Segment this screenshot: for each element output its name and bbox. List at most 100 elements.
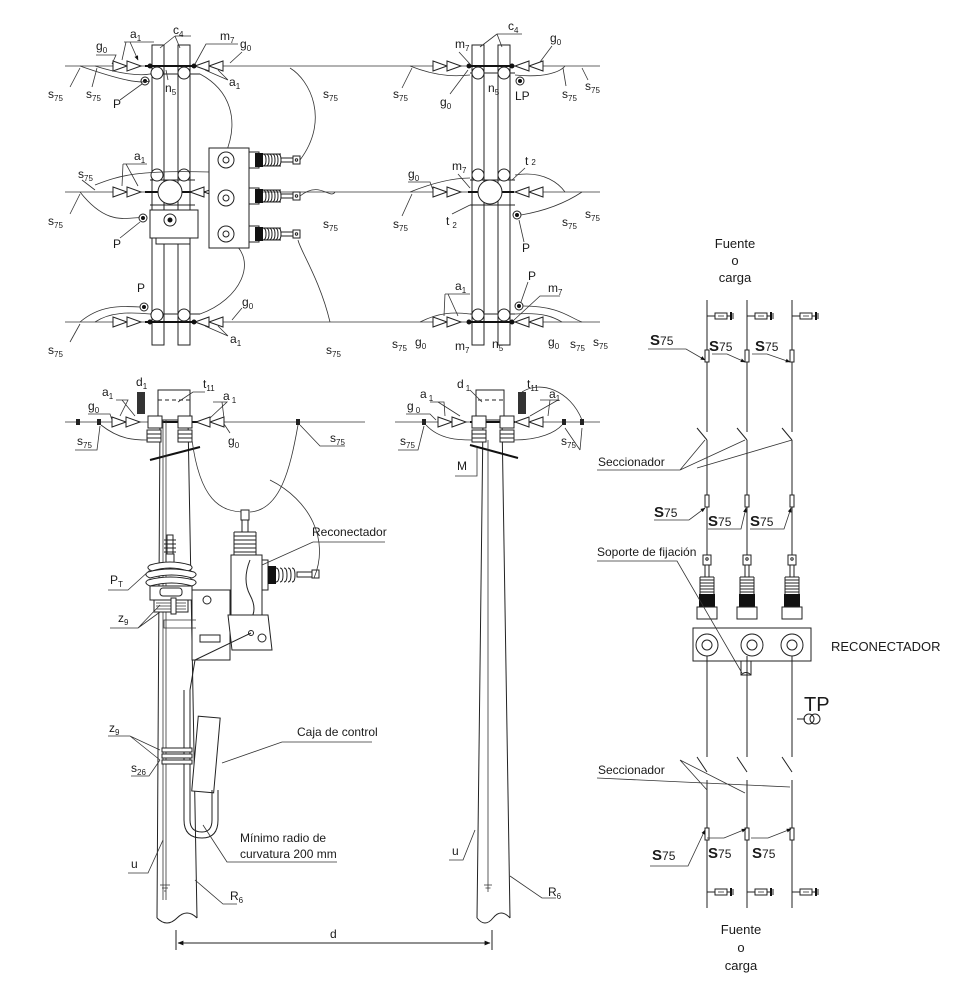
svg-text:s75: s75 [392,337,407,353]
svg-text:u: u [131,857,138,871]
elevation-left [65,389,365,924]
svg-text:u: u [452,844,459,858]
svg-text:g0: g0 [408,167,420,183]
radius-note-line1: Mínimo radio de [240,831,326,845]
svg-text:P: P [522,241,530,255]
radius-note-line2: curvatura 200 mm [240,847,337,861]
svg-text:g0: g0 [240,37,252,53]
svg-text:a1: a1 [230,332,242,348]
svg-text:s75: s75 [562,87,577,103]
svg-text:t2: t2 [446,214,457,230]
svg-text:P: P [528,269,536,283]
svg-text:s75: s75 [562,215,577,231]
svg-text:c4: c4 [508,19,519,35]
svg-text:s75: s75 [570,337,585,353]
svg-text:S75: S75 [654,504,678,521]
svg-text:o: o [731,253,738,268]
svg-text:R6: R6 [548,885,562,901]
schematic: Fuente o carga TP [692,236,830,973]
svg-text:n5: n5 [492,337,504,353]
dimension-span-d: d [175,927,493,950]
svg-text:z9: z9 [118,611,129,627]
svg-text:d1: d1 [457,377,471,393]
svg-text:g0: g0 [550,31,562,47]
plan-view-left [65,44,600,346]
svg-text:g0: g0 [440,95,452,111]
recloser-elevation [189,479,320,691]
svg-text:s75: s75 [585,79,600,95]
svg-text:d: d [330,927,337,941]
svg-text:s75: s75 [77,434,92,450]
svg-text:s75: s75 [330,431,345,447]
svg-text:z9: z9 [109,721,120,737]
svg-text:s75: s75 [400,434,415,450]
seccionador-lower-label: Seccionador [598,763,665,777]
svg-text:g0: g0 [242,295,254,311]
svg-text:S75: S75 [650,332,674,349]
pole-elevation-left [156,419,198,919]
svg-text:t2: t2 [525,154,536,168]
soporte-fijacion-label: Soporte de fijación [597,545,696,559]
svg-text:n5: n5 [488,81,500,97]
source-bottom-line1: Fuente [721,922,761,937]
svg-text:a1: a1 [229,75,241,91]
svg-text:g0: g0 [96,39,108,55]
svg-text:s75: s75 [393,217,408,233]
svg-text:S75: S75 [755,338,779,355]
svg-text:S75: S75 [652,847,676,864]
svg-text:m7: m7 [455,339,470,355]
svg-text:P: P [137,281,145,295]
svg-text:a1: a1 [134,149,146,165]
svg-text:s75: s75 [48,87,63,103]
svg-text:a1: a1 [549,387,561,403]
seccionador-upper-label: Seccionador [598,455,665,469]
svg-text:m7: m7 [452,159,467,175]
svg-text:s75: s75 [48,343,63,359]
reconectador-schematic-label: RECONECTADOR [831,639,941,654]
svg-text:s75: s75 [323,87,338,103]
svg-text:P: P [113,97,121,111]
svg-text:S75: S75 [708,845,732,862]
source-top-line1: Fuente [715,236,755,251]
potential-transformer [145,534,197,615]
svg-text:s75: s75 [593,335,608,351]
labels-schematic: S75 S75 S75 Seccionador S75 S75 S75 Sopo… [596,332,941,867]
svg-text:s75: s75 [393,87,408,103]
svg-text:g0: g0 [228,434,240,450]
svg-text:s75: s75 [48,214,63,230]
svg-text:S75: S75 [709,338,733,355]
svg-text:s75: s75 [561,434,576,450]
svg-text:m7: m7 [220,29,235,45]
svg-text:a1: a1 [223,389,237,405]
svg-text:g0: g0 [407,399,421,415]
svg-text:S75: S75 [752,845,776,862]
elevation-right [395,386,600,924]
pole-elevation-right [476,419,511,919]
svg-text:d1: d1 [136,375,148,391]
labels-plan-left: a1 g0 c4 m7 g0 a1 n5 s75 s75 P s75 a1 s7… [48,23,341,359]
svg-text:PT: PT [110,573,123,589]
caja-control-label: Caja de control [297,725,378,739]
svg-text:S75: S75 [750,513,774,530]
svg-text:o: o [737,940,744,955]
svg-text:s26: s26 [131,761,146,777]
svg-text:a1: a1 [455,279,467,295]
svg-text:t11: t11 [203,377,215,393]
svg-text:s75: s75 [86,87,101,103]
svg-text:M: M [457,459,467,473]
svg-text:LP: LP [515,89,530,103]
svg-text:carga: carga [719,270,752,285]
svg-text:m7: m7 [548,281,563,297]
svg-text:R6: R6 [230,889,244,905]
svg-text:g0: g0 [415,335,427,351]
tp-label: TP [804,694,830,716]
svg-text:s75: s75 [78,167,93,183]
svg-text:a1: a1 [102,385,114,401]
svg-text:n5: n5 [165,81,177,97]
svg-text:g0: g0 [548,335,560,351]
svg-text:carga: carga [725,958,758,973]
